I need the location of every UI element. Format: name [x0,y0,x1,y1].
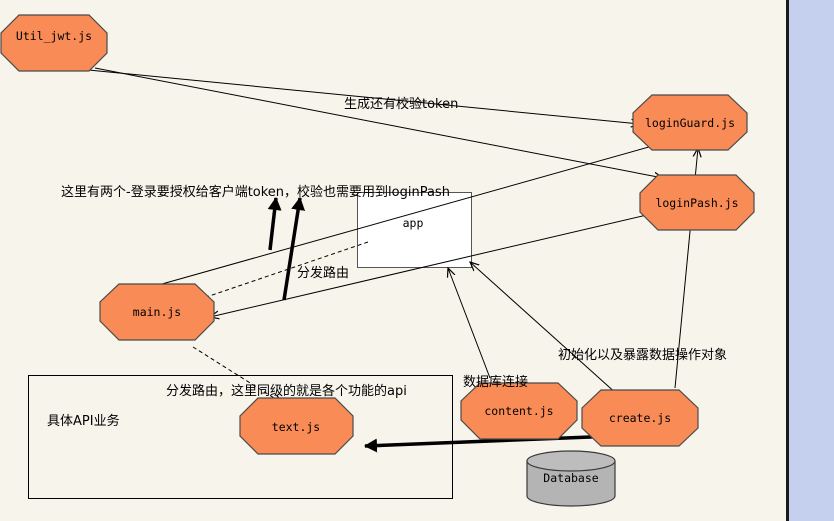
content-to-app-arrow [448,268,491,379]
util-to-loginguard-arrow [67,67,640,124]
loginpash-to-main-arrow [210,209,669,317]
node-content [460,382,578,440]
create-label: create.js [608,411,672,425]
dispatch-api-label: 分发路由，这里同级的就是各个功能的api [166,384,407,399]
create-to-text-thick-arrow [364,434,617,453]
database-body [526,461,616,507]
database-cylinder [526,450,616,507]
nodes [0,14,755,455]
node-text [239,397,354,455]
two-logins-note-label: 这里有两个-登录要授权给客户端token，校验也需要用到loginPash [61,185,450,200]
node-main [99,283,215,341]
main-label: main.js [132,305,182,319]
api-business-label: 具体API业务 [47,414,120,429]
util-to-loginpash-arrow [94,67,663,178]
loginguard-to-main-arrow [130,144,657,293]
right-side-panel [786,0,834,521]
thick-arrow-up-right [282,197,306,301]
init-expose-label: 初始化以及暴露数据操作对象 [558,348,728,363]
database-label: Database [543,471,599,485]
node-util-jwt [0,14,108,72]
app-box [357,192,472,268]
thick-arrows [267,197,617,453]
login-pash-label: loginPash.js [655,196,739,210]
api-business-box [28,375,453,499]
main-to-text-dashed-arrow [192,346,282,403]
node-create [581,389,699,447]
generate-verify-token-label: 生成还有校验token [344,97,459,112]
db-connect-label: 数据库连接 [463,375,529,390]
database-top [526,450,616,472]
util-jwt-label: Util_jwt.js [15,29,93,43]
login-guard-label: loginGuard.js [644,116,736,130]
text-label: text.js [271,420,321,434]
app-label: app [402,216,424,230]
create-to-app-arrow [470,262,619,396]
node-login-pash [639,174,755,231]
app-to-main-dashed-arrow [180,241,369,306]
content-label: content.js [484,404,554,418]
dispatch-route-label: 分发路由 [297,266,350,281]
thick-arrow-up-left [267,197,282,251]
node-login-guard [632,94,748,151]
